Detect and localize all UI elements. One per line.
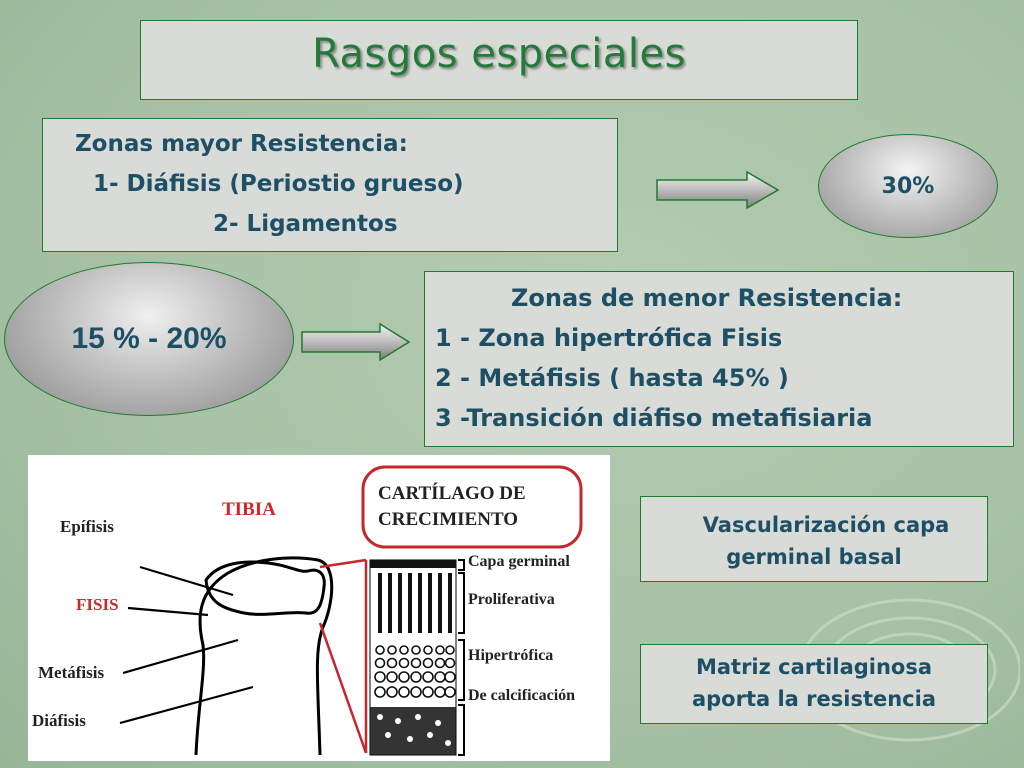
diafisis-label: Diáfisis <box>32 711 86 730</box>
zone-low-item-1: 1 - Zona hipertrófica Fisis <box>435 324 783 352</box>
bone-drawing <box>119 465 583 756</box>
percent-30-ellipse: 30% <box>818 134 998 238</box>
zone-high-item-1: 1- Diáfisis (Periostio grueso) <box>93 171 464 197</box>
tibia-growth-cartilage-diagram: TIBIA CARTÍLAGO DE CRECIMIENTO Epífisis … <box>28 455 610 761</box>
epifisis-label: Epífisis <box>60 517 114 536</box>
hipertrofica-label: Hipertrófica <box>468 647 554 664</box>
zone-low-item-3: 3 -Transición diáfiso metafisiaria <box>435 404 873 432</box>
zone-high-resistance-box: Zonas mayor Resistencia: 1- Diáfisis (Pe… <box>42 118 618 252</box>
tibia-label: TIBIA <box>222 499 276 520</box>
percent-30-label: 30% <box>881 173 935 199</box>
calcificacion-label: De calcificación <box>468 687 576 704</box>
proliferativa-label: Proliferativa <box>468 591 555 608</box>
page-title: Rasgos especiales <box>312 31 686 77</box>
zone-high-heading: Zonas mayor Resistencia: <box>75 131 408 157</box>
zone-low-heading: Zonas de menor Resistencia: <box>511 284 903 312</box>
zone-high-item-2: 2- Ligamentos <box>213 211 398 237</box>
title-box: Rasgos especiales <box>140 20 858 100</box>
cartilago-label-line2: CRECIMIENTO <box>378 509 519 530</box>
metafisis-label: Metáfisis <box>38 663 105 682</box>
percent-15-20-label: 15 % - 20% <box>71 322 227 355</box>
arrow-right-icon <box>656 170 780 210</box>
fisis-label: FISIS <box>76 595 119 614</box>
arrow-right-icon <box>301 322 411 362</box>
matriz-box: Matriz cartilaginosa aporta la resistenc… <box>640 644 988 724</box>
cartilago-label-line1: CARTÍLAGO DE <box>378 483 526 504</box>
matriz-line1: Matriz cartilaginosa <box>695 655 933 679</box>
matriz-line2: aporta la resistencia <box>691 687 937 711</box>
percent-15-20-ellipse: 15 % - 20% <box>4 262 294 416</box>
zone-low-item-2: 2 - Metáfisis ( hasta 45% ) <box>435 364 789 392</box>
vascularizacion-box: Vascularización capa germinal basal <box>640 496 988 582</box>
vascularizacion-line2: germinal basal <box>726 545 902 569</box>
zone-low-resistance-box: Zonas de menor Resistencia: 1 - Zona hip… <box>424 271 1014 447</box>
capa-germinal-label: Capa germinal <box>468 553 570 570</box>
vascularizacion-line1: Vascularización capa <box>702 513 950 537</box>
